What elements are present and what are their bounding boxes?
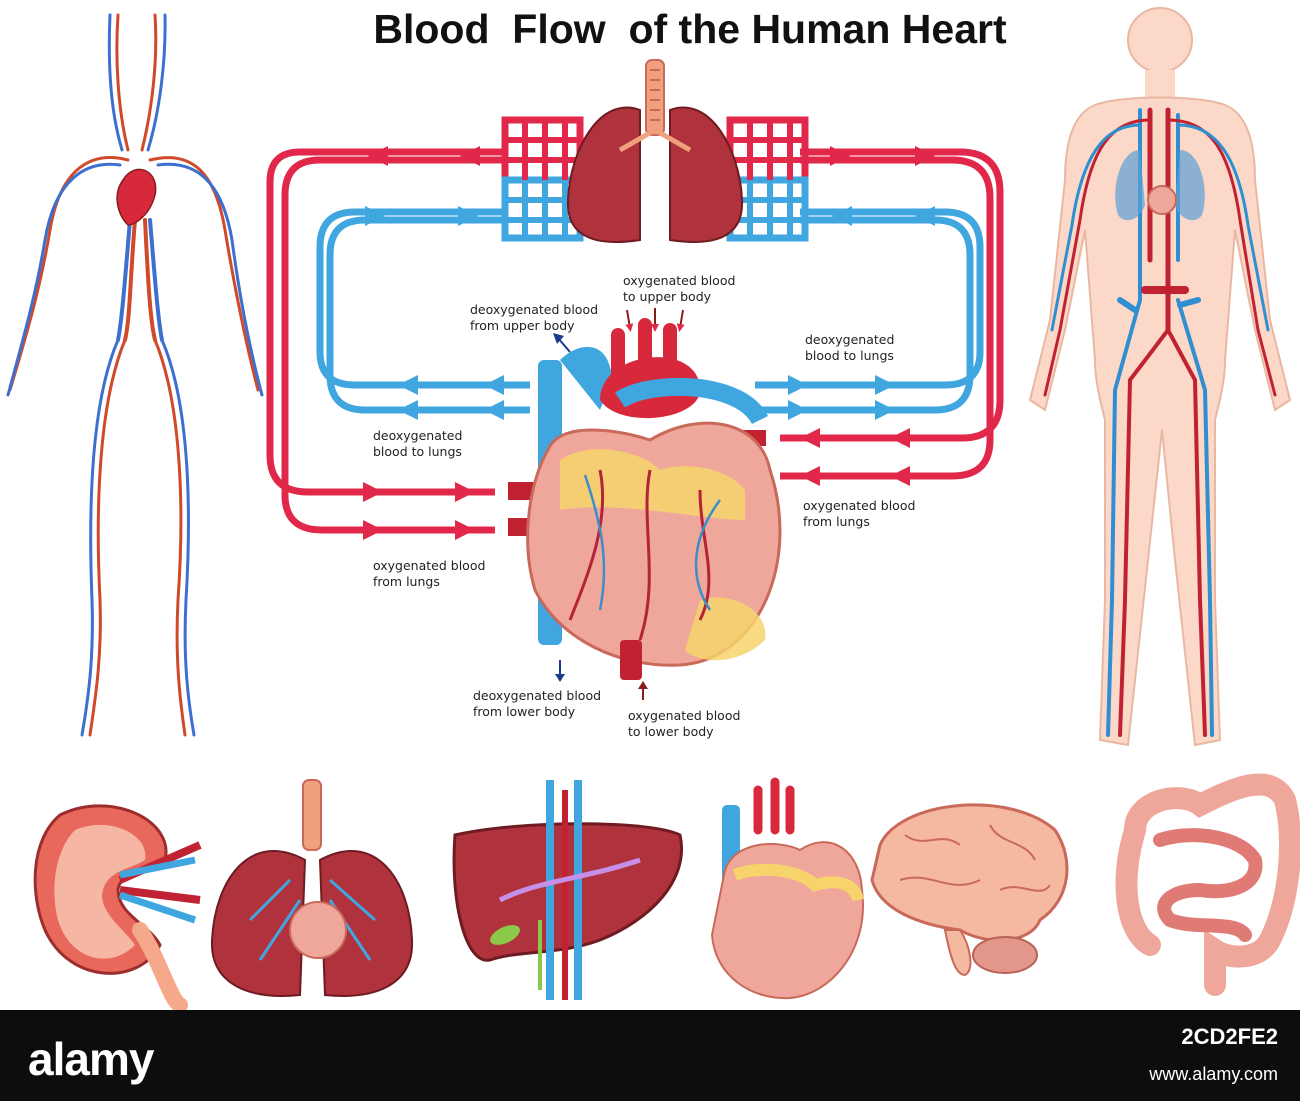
liver (452, 780, 683, 1000)
label-line: oxygenated blood (628, 708, 741, 723)
diagram-title: Blood Flow of the Human Heart (373, 6, 1007, 52)
label-line: to lower body (628, 724, 714, 739)
heart-bottom (710, 777, 865, 1000)
label-line: from upper body (470, 318, 575, 333)
label-deoxygenated-lungs-right: deoxygenated blood to lungs (805, 332, 894, 364)
image-code: 2CD2FE2 (1181, 1024, 1278, 1049)
label-line: blood to lungs (805, 348, 894, 363)
label-deoxygenated-lungs-left: deoxygenated blood to lungs (373, 428, 462, 460)
oxygenated-loop (266, 148, 1004, 534)
flow-arrows (363, 146, 935, 540)
label-oxygenated-lungs-right: oxygenated blood from lungs (803, 498, 915, 530)
watermark-footer: alamy 2CD2FE2 www.alamy.com (0, 1010, 1300, 1101)
diagram-artwork (6, 7, 1300, 1010)
brand-logo: alamy (28, 1033, 154, 1085)
label-line: oxygenated blood (803, 498, 916, 513)
label-oxygenated-lower: oxygenated blood to lower body (628, 708, 740, 740)
lungs-center (566, 59, 744, 243)
kidney (33, 804, 202, 1010)
label-line: deoxygenated (373, 428, 463, 443)
site-url: www.alamy.com (1149, 1064, 1278, 1084)
label-line: blood to lungs (373, 444, 462, 459)
heart-center (508, 318, 782, 680)
lungs-right (1115, 150, 1205, 221)
circulatory-figure-left (6, 13, 264, 737)
label-line: oxygenated blood (623, 273, 736, 288)
lungs-bottom (210, 779, 414, 997)
brain (870, 803, 1069, 977)
label-line: deoxygenated blood (473, 688, 602, 703)
label-line: deoxygenated (805, 332, 895, 347)
label-line: from lower body (473, 704, 576, 719)
label-line: to upper body (623, 289, 712, 304)
label-arrows (553, 308, 685, 700)
label-line: oxygenated blood (373, 558, 486, 573)
label-oxygenated-lungs-left: oxygenated blood from lungs (373, 558, 485, 590)
label-deoxygenated-lower: deoxygenated blood from lower body (473, 688, 601, 720)
left-capillary-grid (501, 116, 584, 242)
right-capillary-grid (726, 116, 809, 242)
human-figure-right (1028, 7, 1292, 747)
vessels-right (1043, 107, 1277, 737)
label-line: from lungs (803, 514, 870, 529)
small-heart-left (116, 168, 157, 226)
label-deoxygenated-upper: deoxygenated blood from upper body (470, 302, 598, 334)
label-line: from lungs (373, 574, 440, 589)
deoxygenated-loop (316, 208, 984, 414)
label-oxygenated-upper: oxygenated blood to upper body (623, 273, 735, 305)
diagram: Blood Flow of the Human Heart (6, 6, 1300, 1010)
intestines (1115, 773, 1300, 996)
label-line: deoxygenated blood (470, 302, 599, 317)
